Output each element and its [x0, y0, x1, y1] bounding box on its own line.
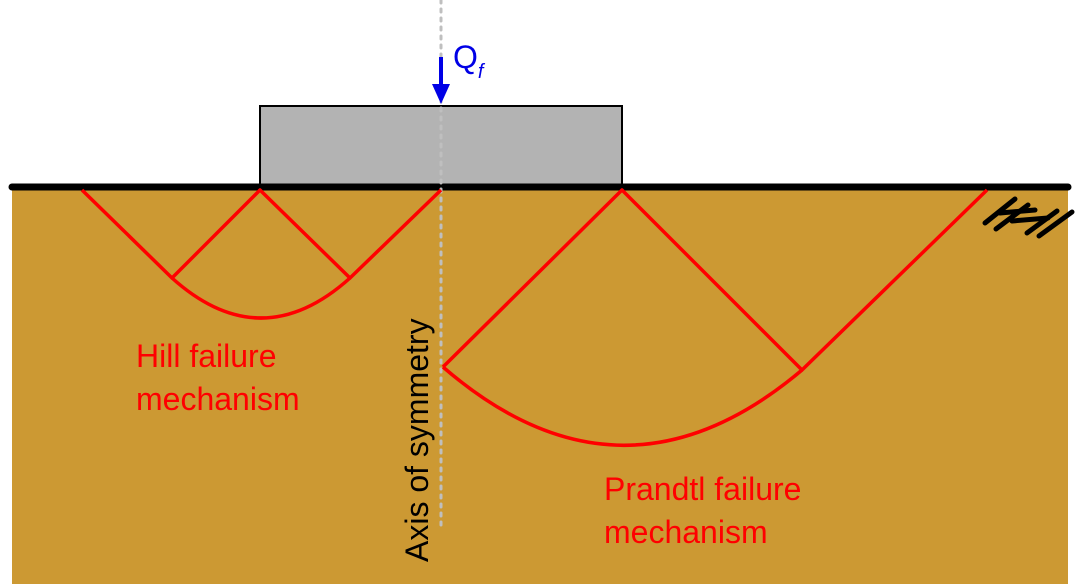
hill-label-line-2: mechanism: [136, 381, 300, 417]
load-label: Qf: [453, 39, 486, 83]
load-subscript: f: [478, 61, 486, 83]
prandtl-label-line-2: mechanism: [604, 514, 768, 550]
prandtl-wedges: [441, 188, 989, 372]
axis-label: Axis of symmetry: [399, 318, 435, 562]
hill-fan-arc: [170, 276, 352, 320]
prandtl-label-line-1: Prandtl failure: [604, 471, 801, 507]
soil-hatch-icon: [982, 196, 1075, 239]
prandtl-fan-arc: [441, 365, 804, 447]
down-arrow-icon: [432, 57, 450, 104]
hill-label: Hill failure mechanism: [136, 338, 300, 417]
hill-label-line-1: Hill failure: [136, 338, 276, 374]
prandtl-label: Prandtl failure mechanism: [604, 471, 810, 550]
soil-region: [12, 187, 1068, 584]
hill-mechanism: [80, 188, 443, 320]
hill-left-wedge: [80, 188, 443, 280]
load-symbol: Q: [453, 39, 478, 75]
prandtl-mechanism: [441, 188, 989, 447]
